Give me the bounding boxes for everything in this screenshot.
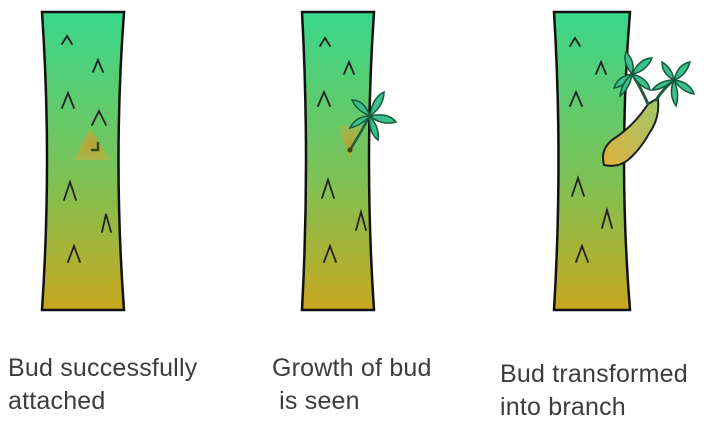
caption-line-2: is seen xyxy=(272,387,360,415)
caption-bud-attached: Bud successfully attached xyxy=(8,352,197,418)
caption-line-2: into branch xyxy=(500,393,626,421)
caption-line-1: Bud successfully xyxy=(8,354,197,382)
caption-line-2: attached xyxy=(8,387,106,415)
panel-1-trunk xyxy=(42,12,124,310)
caption-line-1: Growth of bud xyxy=(272,354,432,382)
panel-2-trunk xyxy=(302,12,374,310)
caption-line-1: Bud transformed xyxy=(500,360,688,388)
caption-transformed-branch: Bud transformed into branch xyxy=(500,358,688,424)
caption-growth-seen: Growth of bud is seen xyxy=(272,352,432,418)
